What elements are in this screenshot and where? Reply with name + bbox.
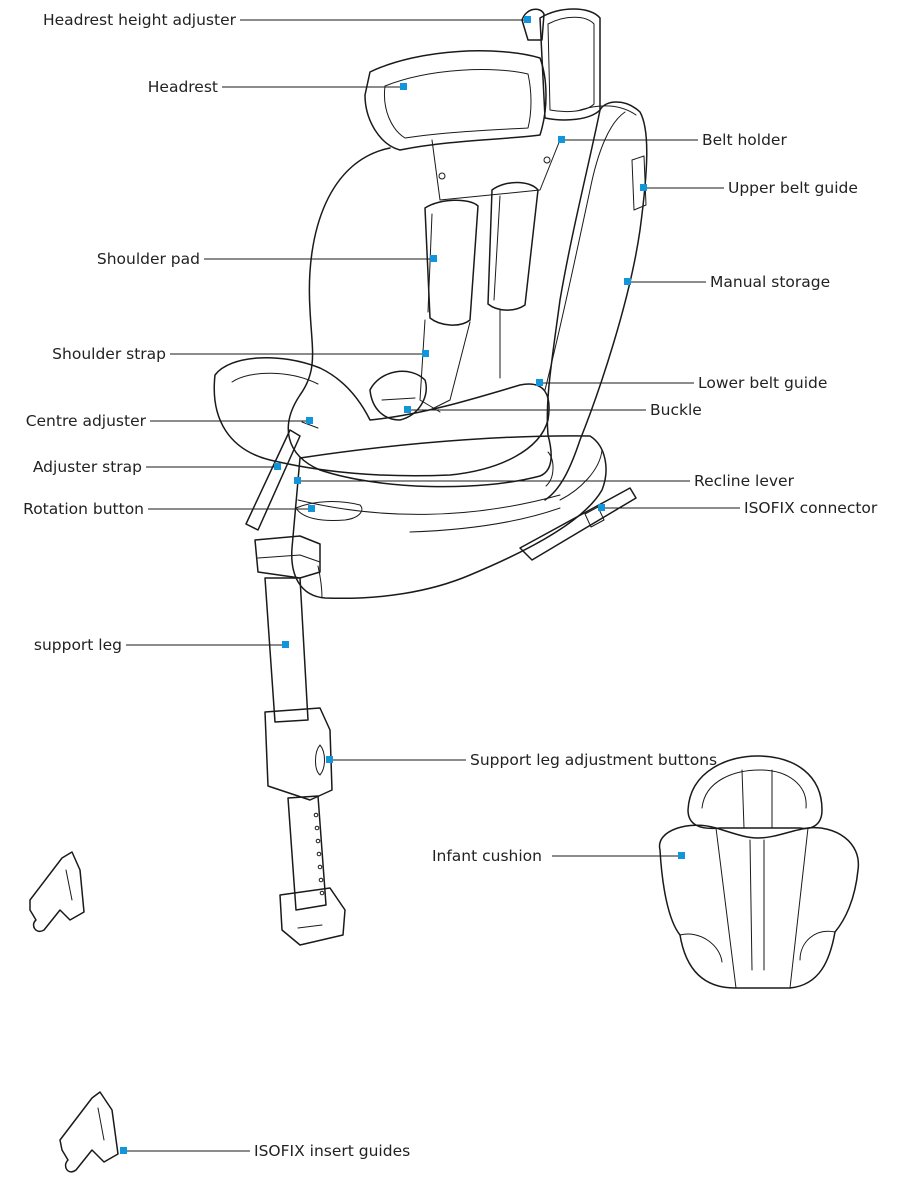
isofix-insert-guides-drawing bbox=[30, 852, 118, 1172]
callout-adjuster-strap: Adjuster strap bbox=[33, 458, 281, 476]
callout-infant-cushion: Infant cushion bbox=[432, 847, 685, 865]
label-infant-cushion: Infant cushion bbox=[432, 847, 542, 865]
label-shoulder-strap: Shoulder strap bbox=[52, 345, 166, 363]
label-isofix-insert-guides: ISOFIX insert guides bbox=[254, 1142, 410, 1160]
seat-base-drawing bbox=[292, 436, 606, 598]
label-support-leg-adjustment-buttons: Support leg adjustment buttons bbox=[470, 751, 717, 769]
label-buckle: Buckle bbox=[650, 401, 702, 419]
rotation-button-drawing bbox=[296, 502, 362, 521]
label-upper-belt-guide: Upper belt guide bbox=[728, 179, 858, 197]
seat-cushion-drawing bbox=[214, 358, 549, 476]
headrest-drawing bbox=[365, 9, 600, 200]
harness-drawing bbox=[370, 183, 538, 421]
callout-centre-adjuster: Centre adjuster bbox=[26, 412, 313, 430]
label-shoulder-pad: Shoulder pad bbox=[97, 250, 200, 268]
label-lower-belt-guide: Lower belt guide bbox=[698, 374, 827, 392]
callout-support-leg-adjustment-buttons: Support leg adjustment buttons bbox=[326, 751, 717, 769]
label-support-leg: support leg bbox=[34, 636, 122, 654]
callout-upper-belt-guide: Upper belt guide bbox=[640, 179, 858, 197]
label-belt-holder: Belt holder bbox=[702, 131, 787, 149]
support-leg-drawing bbox=[255, 536, 345, 945]
adjuster-strap-drawing bbox=[246, 422, 318, 530]
label-adjuster-strap: Adjuster strap bbox=[33, 458, 142, 476]
label-headrest-height-adjuster: Headrest height adjuster bbox=[43, 11, 237, 29]
callout-lower-belt-guide: Lower belt guide bbox=[536, 374, 827, 392]
label-centre-adjuster: Centre adjuster bbox=[26, 412, 147, 430]
isofix-arm-drawing bbox=[520, 488, 636, 560]
callout-manual-storage: Manual storage bbox=[624, 273, 830, 291]
callout-support-leg: support leg bbox=[34, 636, 289, 654]
callout-buckle: Buckle bbox=[404, 401, 702, 419]
callout-shoulder-pad: Shoulder pad bbox=[97, 250, 437, 268]
label-manual-storage: Manual storage bbox=[710, 273, 830, 291]
callout-isofix-insert-guides: ISOFIX insert guides bbox=[120, 1142, 410, 1160]
label-recline-lever: Recline lever bbox=[694, 472, 795, 490]
label-rotation-button: Rotation button bbox=[23, 500, 144, 518]
callout-rotation-button: Rotation button bbox=[23, 500, 315, 518]
callout-headrest-height-adjuster: Headrest height adjuster bbox=[43, 11, 531, 29]
label-isofix-connector: ISOFIX connector bbox=[744, 499, 878, 517]
car-seat-illustration bbox=[214, 9, 647, 945]
label-headrest: Headrest bbox=[148, 78, 218, 96]
seat-shell-drawing bbox=[288, 102, 646, 500]
infant-cushion-drawing bbox=[660, 756, 859, 988]
callout-isofix-connector: ISOFIX connector bbox=[598, 499, 878, 517]
